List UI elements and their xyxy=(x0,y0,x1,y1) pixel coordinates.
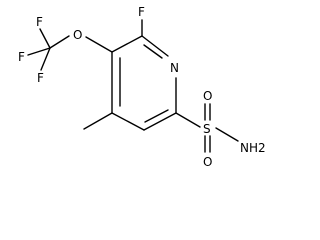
bond-c5-c4 xyxy=(111,112,145,131)
structure-diagram: F N O F F F S O O NH2 xyxy=(18,5,266,169)
atom-f-ring: F xyxy=(138,5,145,19)
atom-f-cf3-top: F xyxy=(36,15,43,29)
bond-c2-n-inner xyxy=(143,44,163,59)
bond-c3-o xyxy=(85,36,113,53)
bond-ccf3-f-left xyxy=(27,47,51,56)
bond-c6-s xyxy=(175,112,201,128)
atom-nh2: NH2 xyxy=(240,141,266,155)
bond-ccf3-f-top xyxy=(39,28,51,49)
bond-c4-methyl xyxy=(83,112,113,130)
bond-s-n xyxy=(215,127,239,142)
atom-n-ring: N xyxy=(170,61,179,75)
atom-s: S xyxy=(203,122,211,136)
atom-f-cf3-bottom: F xyxy=(37,71,44,85)
atom-o-ether: O xyxy=(73,28,82,42)
bond-c3-c2 xyxy=(111,35,143,53)
bond-c6-c5-inner xyxy=(144,109,169,123)
atom-o-sulfonyl-top: O xyxy=(203,89,212,103)
bond-ccf3-f-bottom xyxy=(40,47,51,71)
bond-c2-n xyxy=(141,35,169,57)
bond-o-ccf3 xyxy=(49,35,70,49)
bond-c6-c5 xyxy=(143,112,177,131)
atom-o-sulfonyl-bottom: O xyxy=(203,155,212,169)
atom-f-cf3-left: F xyxy=(18,50,25,64)
molecule-drawing: F N O F F F S O O NH2 xyxy=(18,5,266,169)
